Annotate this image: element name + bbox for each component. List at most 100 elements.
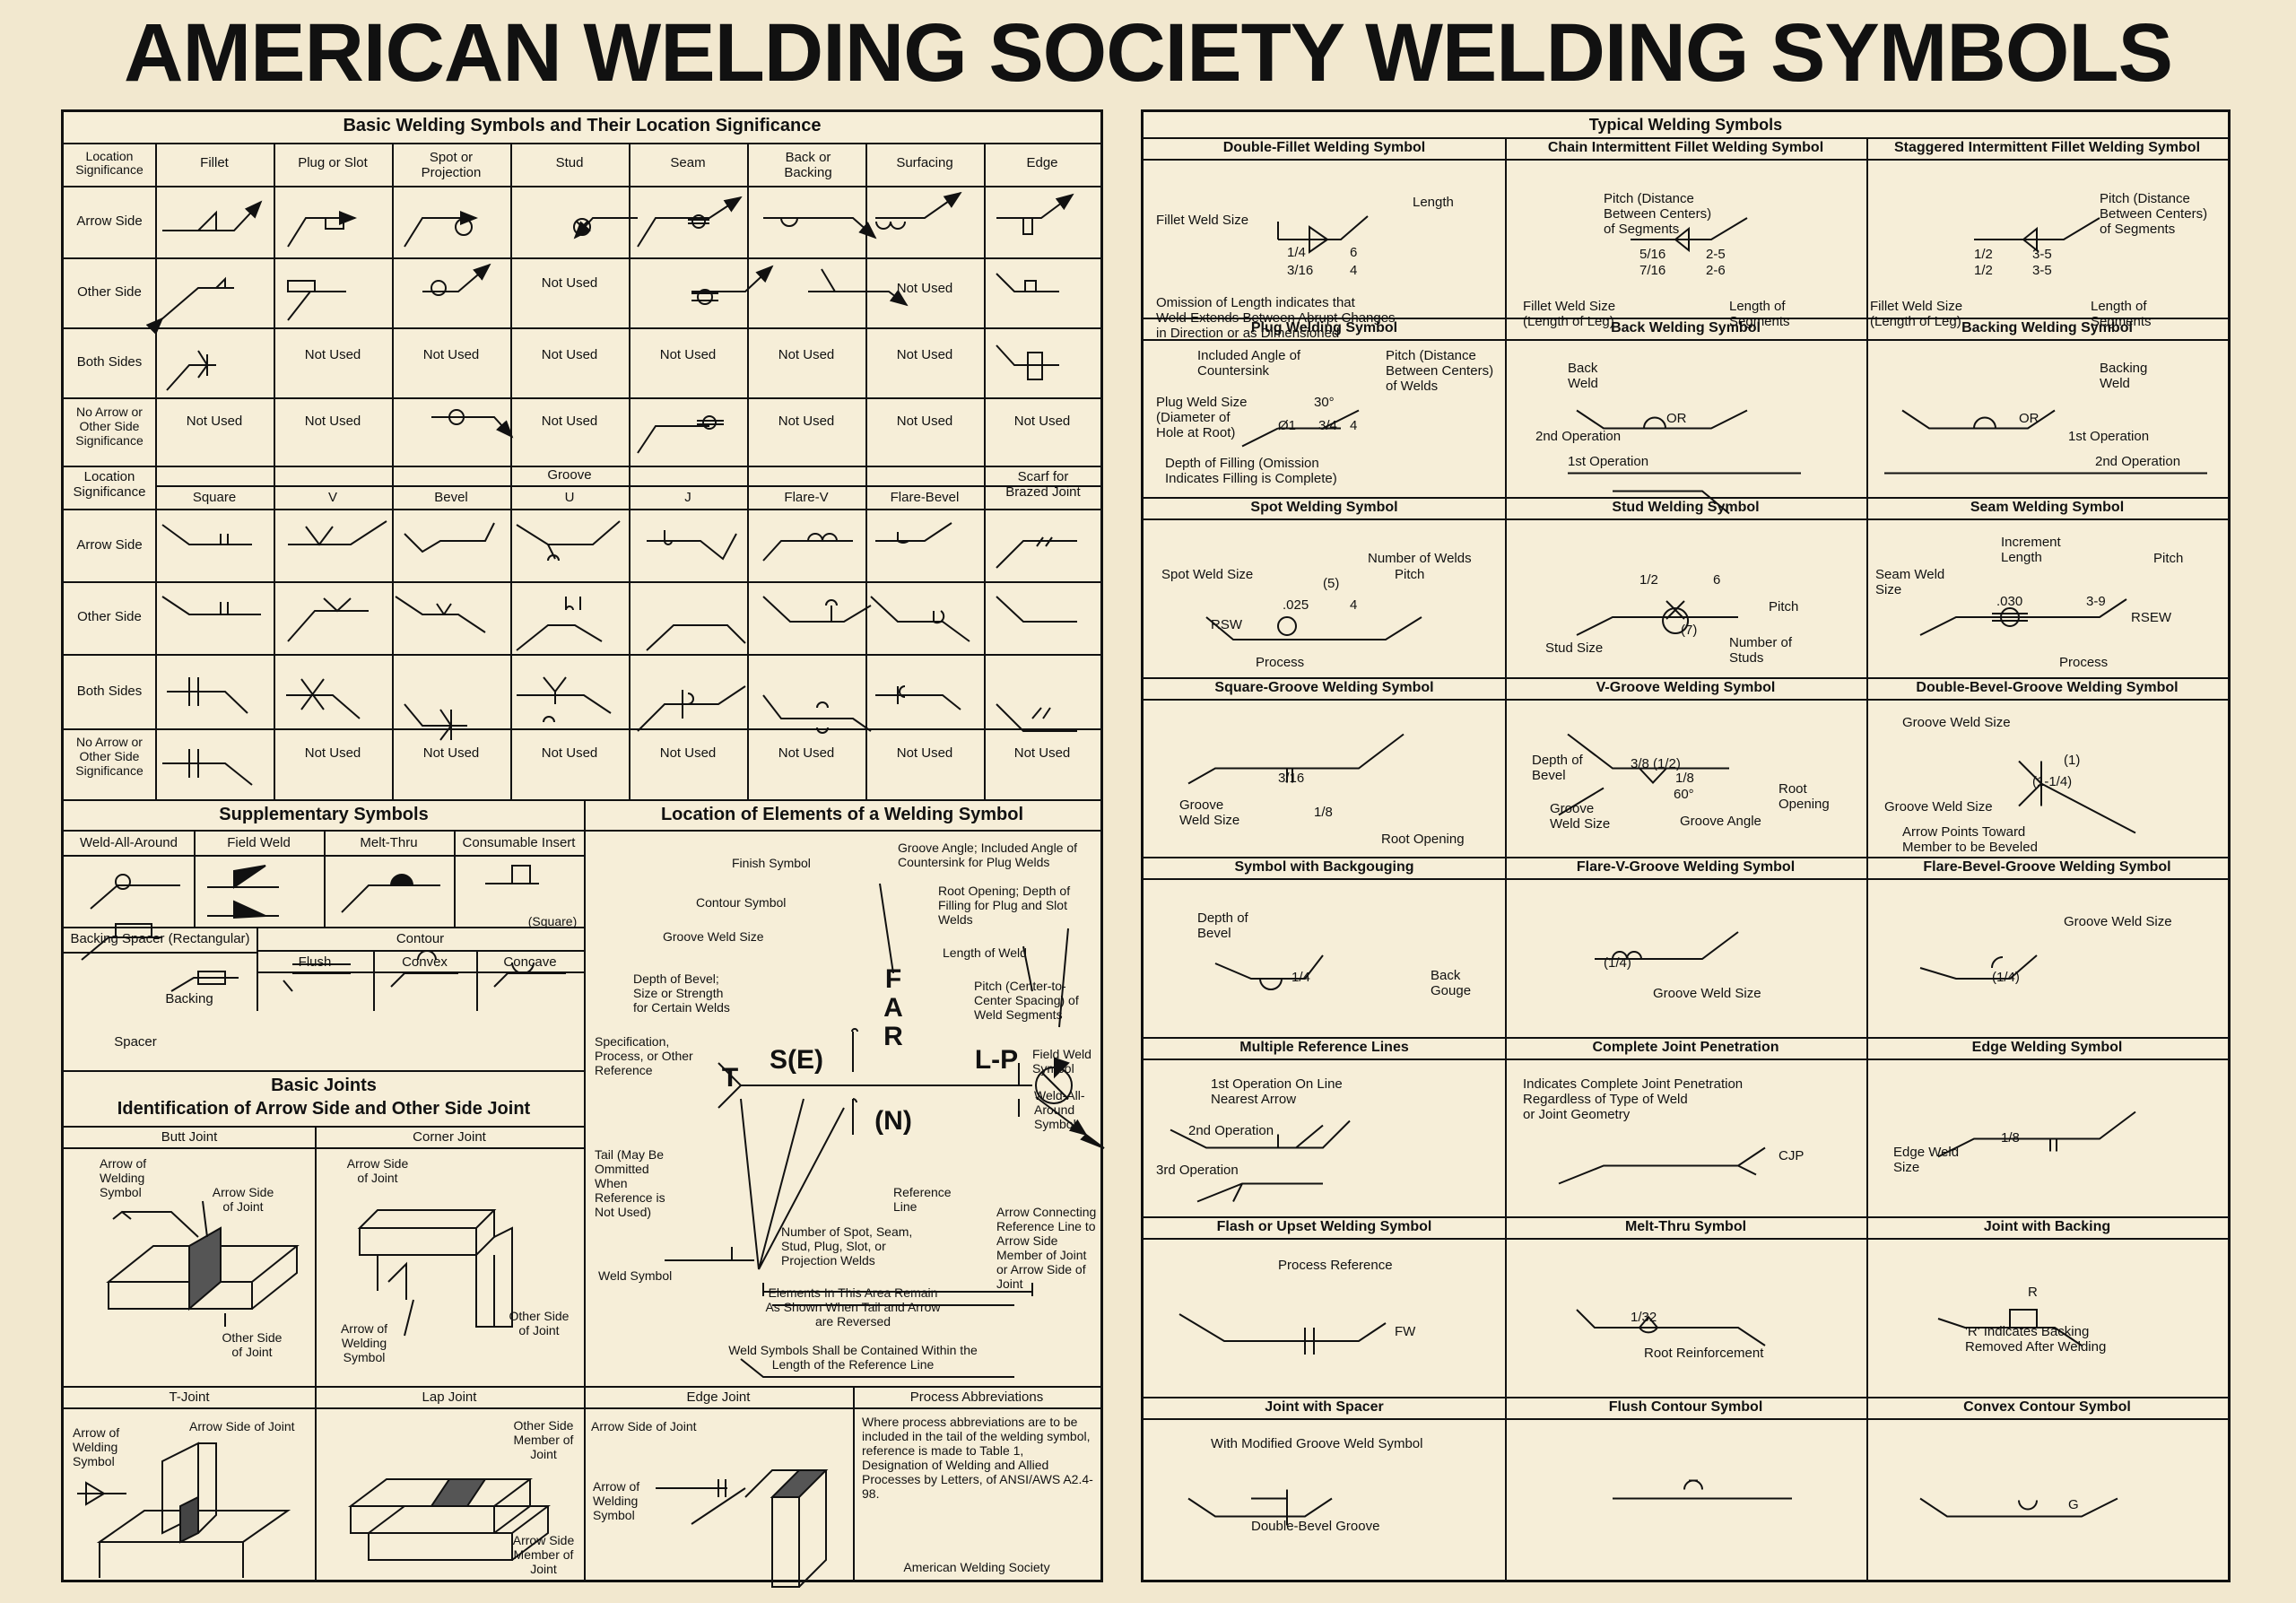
row-header-both-sides: Both Sides bbox=[76, 684, 143, 699]
butt-label-arrow-side: Arrow Side of Joint bbox=[212, 1185, 274, 1214]
typical-symbols-drawings bbox=[1144, 112, 2228, 1580]
typical-cell-title: Flush Contour Symbol bbox=[1608, 1398, 1763, 1415]
not-used: Not Used bbox=[896, 347, 953, 362]
typical-cell-title: Plug Welding Symbol bbox=[1250, 319, 1398, 335]
typical-cell-label: 4 bbox=[1350, 417, 1358, 433]
grid-divider bbox=[629, 143, 631, 799]
typical-cell-label: Spot Weld Size bbox=[1161, 567, 1254, 582]
not-used: Not Used bbox=[896, 745, 953, 761]
supp-drawings bbox=[64, 830, 584, 1099]
typical-cell-label: Root Opening bbox=[1381, 831, 1465, 847]
typical-cell-title: V-Groove Welding Symbol bbox=[1596, 679, 1776, 695]
typical-cell-label: Fillet Weld Size (Length of Leg) bbox=[1523, 299, 1616, 329]
groove-col-flare-v: Flare-V bbox=[784, 490, 829, 505]
contour-concave: Concave bbox=[503, 954, 557, 970]
typical-cell-title: Back Welding Symbol bbox=[1611, 319, 1761, 335]
typical-cell-label: 1/32 bbox=[1631, 1310, 1657, 1325]
typical-cell-label: Process Reference bbox=[1278, 1258, 1393, 1273]
basic-symbols-drawings bbox=[145, 191, 1074, 799]
typical-cell-label: Root Opening bbox=[1779, 780, 1830, 812]
typical-cell-label: Edge Weld Size bbox=[1893, 1144, 1960, 1175]
grid-divider bbox=[1144, 1216, 2228, 1218]
weld-symbol-drawing bbox=[1577, 601, 1738, 635]
groove-col-v: V bbox=[327, 490, 337, 505]
typical-cell-label: 4 bbox=[1350, 263, 1358, 278]
typical-cell-label: Pitch bbox=[2153, 551, 2184, 566]
not-used: Not Used bbox=[659, 347, 717, 362]
lap-label-other-side: Other Side Member of Joint bbox=[513, 1418, 574, 1461]
typical-cell-label: 3/16 bbox=[1287, 263, 1314, 278]
grid-divider bbox=[1144, 1058, 2228, 1060]
groove-symbols-drawings bbox=[64, 112, 1100, 799]
typical-cell-label: Length of Segments bbox=[1729, 299, 1790, 329]
typical-cell-title: Stud Welding Symbol bbox=[1612, 500, 1760, 515]
loc-length: Length of Weld bbox=[943, 945, 1027, 960]
typical-symbols-panel: Typical Welding Symbols Double-Fillet We… bbox=[1141, 109, 2231, 1582]
typical-cell-label: Groove Angle bbox=[1680, 813, 1761, 829]
contour-header: Contour bbox=[396, 931, 445, 946]
grid-divider bbox=[392, 143, 394, 799]
grid-divider bbox=[1144, 878, 2228, 880]
typical-cell-title: Chain Intermittent Fillet Welding Symbol bbox=[1547, 140, 1824, 155]
typical-cell-label: Omission of Length indicates that Weld E… bbox=[1156, 295, 1396, 341]
butt-label-arrow: Arrow of Welding Symbol bbox=[100, 1156, 147, 1199]
aws-credit: American Welding Society bbox=[903, 1560, 1050, 1574]
grid-divider bbox=[1144, 159, 2228, 161]
typical-cell-label: 4 bbox=[1350, 597, 1358, 613]
col-header-surfacing: Surfacing bbox=[896, 155, 953, 170]
typical-cell-label: Plug Weld Size (Diameter of Hole at Root… bbox=[1156, 394, 1248, 440]
loc-number: Number of Spot, Seam, Stud, Plug, Slot, … bbox=[781, 1224, 913, 1268]
typical-cell-title: Flash or Upset Welding Symbol bbox=[1216, 1219, 1432, 1234]
weld-symbol-drawing bbox=[1170, 1121, 1350, 1202]
typical-cell-label: .025 bbox=[1283, 597, 1309, 613]
not-used: Not Used bbox=[778, 745, 835, 761]
typical-cell-label: 5/16 bbox=[1639, 247, 1666, 262]
loc-ref-line: Reference Line bbox=[893, 1185, 952, 1214]
typical-cell-title: Double-Bevel-Groove Welding Symbol bbox=[1916, 679, 2179, 695]
typical-cell-label: 'R' Indicates Backing Removed After Weld… bbox=[1965, 1324, 2107, 1355]
supp-title: Supplementary Symbols bbox=[219, 805, 429, 824]
grid-divider bbox=[1144, 1036, 2228, 1039]
not-used: Not Used bbox=[422, 347, 480, 362]
row-header-arrow-side: Arrow Side bbox=[76, 213, 143, 229]
loc-pitch: Pitch (Center-to-Center Spacing) of Weld… bbox=[974, 979, 1079, 1022]
loc-arrow-conn: Arrow Connecting Reference Line to Arrow… bbox=[996, 1205, 1097, 1291]
weld-symbol-drawing bbox=[1884, 411, 2207, 474]
typical-cell-label: .030 bbox=[1996, 594, 2023, 609]
typical-cell-title: Joint with Backing bbox=[1983, 1219, 2111, 1234]
weld-symbol-drawing bbox=[1188, 735, 1404, 784]
typical-cell-label: 2nd Operation bbox=[2095, 453, 2181, 469]
not-used: Not Used bbox=[541, 414, 598, 429]
typical-cell-label: 3/16 bbox=[1278, 770, 1305, 786]
typical-cell-label: 2-6 bbox=[1706, 263, 1726, 278]
process-abbr-header: Process Abbreviations bbox=[909, 1390, 1044, 1405]
edge-label-arrow: Arrow of Welding Symbol bbox=[593, 1479, 640, 1522]
grid-divider bbox=[1144, 857, 2228, 858]
weld-symbol-drawing bbox=[1179, 1314, 1386, 1355]
weld-symbol-drawing bbox=[1278, 216, 1368, 252]
typical-cell-label: Pitch (Distance Between Centers) of Segm… bbox=[2100, 191, 2208, 237]
t-label-arrow-side: Arrow Side of Joint bbox=[189, 1419, 295, 1433]
lap-joint-header: Lap Joint bbox=[422, 1390, 477, 1405]
typical-cell-label: Groove Weld Size bbox=[1179, 797, 1240, 828]
loc-R: R bbox=[883, 1022, 903, 1051]
col-header-spot: Spot or Projection bbox=[421, 150, 482, 180]
row-header-arrow-side: Arrow Side bbox=[76, 537, 143, 553]
groove-col-u: U bbox=[564, 490, 575, 505]
weld-symbol-drawing bbox=[1568, 411, 1801, 514]
col-header-location: Location Significance bbox=[75, 149, 144, 177]
typical-cell-label: Process bbox=[1256, 655, 1305, 670]
butt-joint-header: Butt Joint bbox=[161, 1129, 218, 1145]
typical-cell-label: 1st Operation On Line Nearest Arrow bbox=[1211, 1076, 1343, 1107]
typical-cell-label: Pitch (Distance Between Centers) of Weld… bbox=[1386, 347, 1494, 394]
not-used: Not Used bbox=[778, 347, 835, 362]
typical-cell-title: Staggered Intermittent Fillet Welding Sy… bbox=[1893, 140, 2201, 155]
col-header-seam: Seam bbox=[670, 155, 706, 170]
t-lap-edge-drawings bbox=[64, 1407, 1100, 1587]
groove-col-bevel: Bevel bbox=[434, 490, 468, 505]
typical-cell-label: R bbox=[2028, 1285, 2038, 1300]
typical-cell-label: 7/16 bbox=[1639, 263, 1666, 278]
not-used: Not Used bbox=[304, 745, 361, 761]
typical-cell-title: Symbol with Backgouging bbox=[1234, 859, 1414, 875]
grid-divider bbox=[510, 143, 512, 799]
